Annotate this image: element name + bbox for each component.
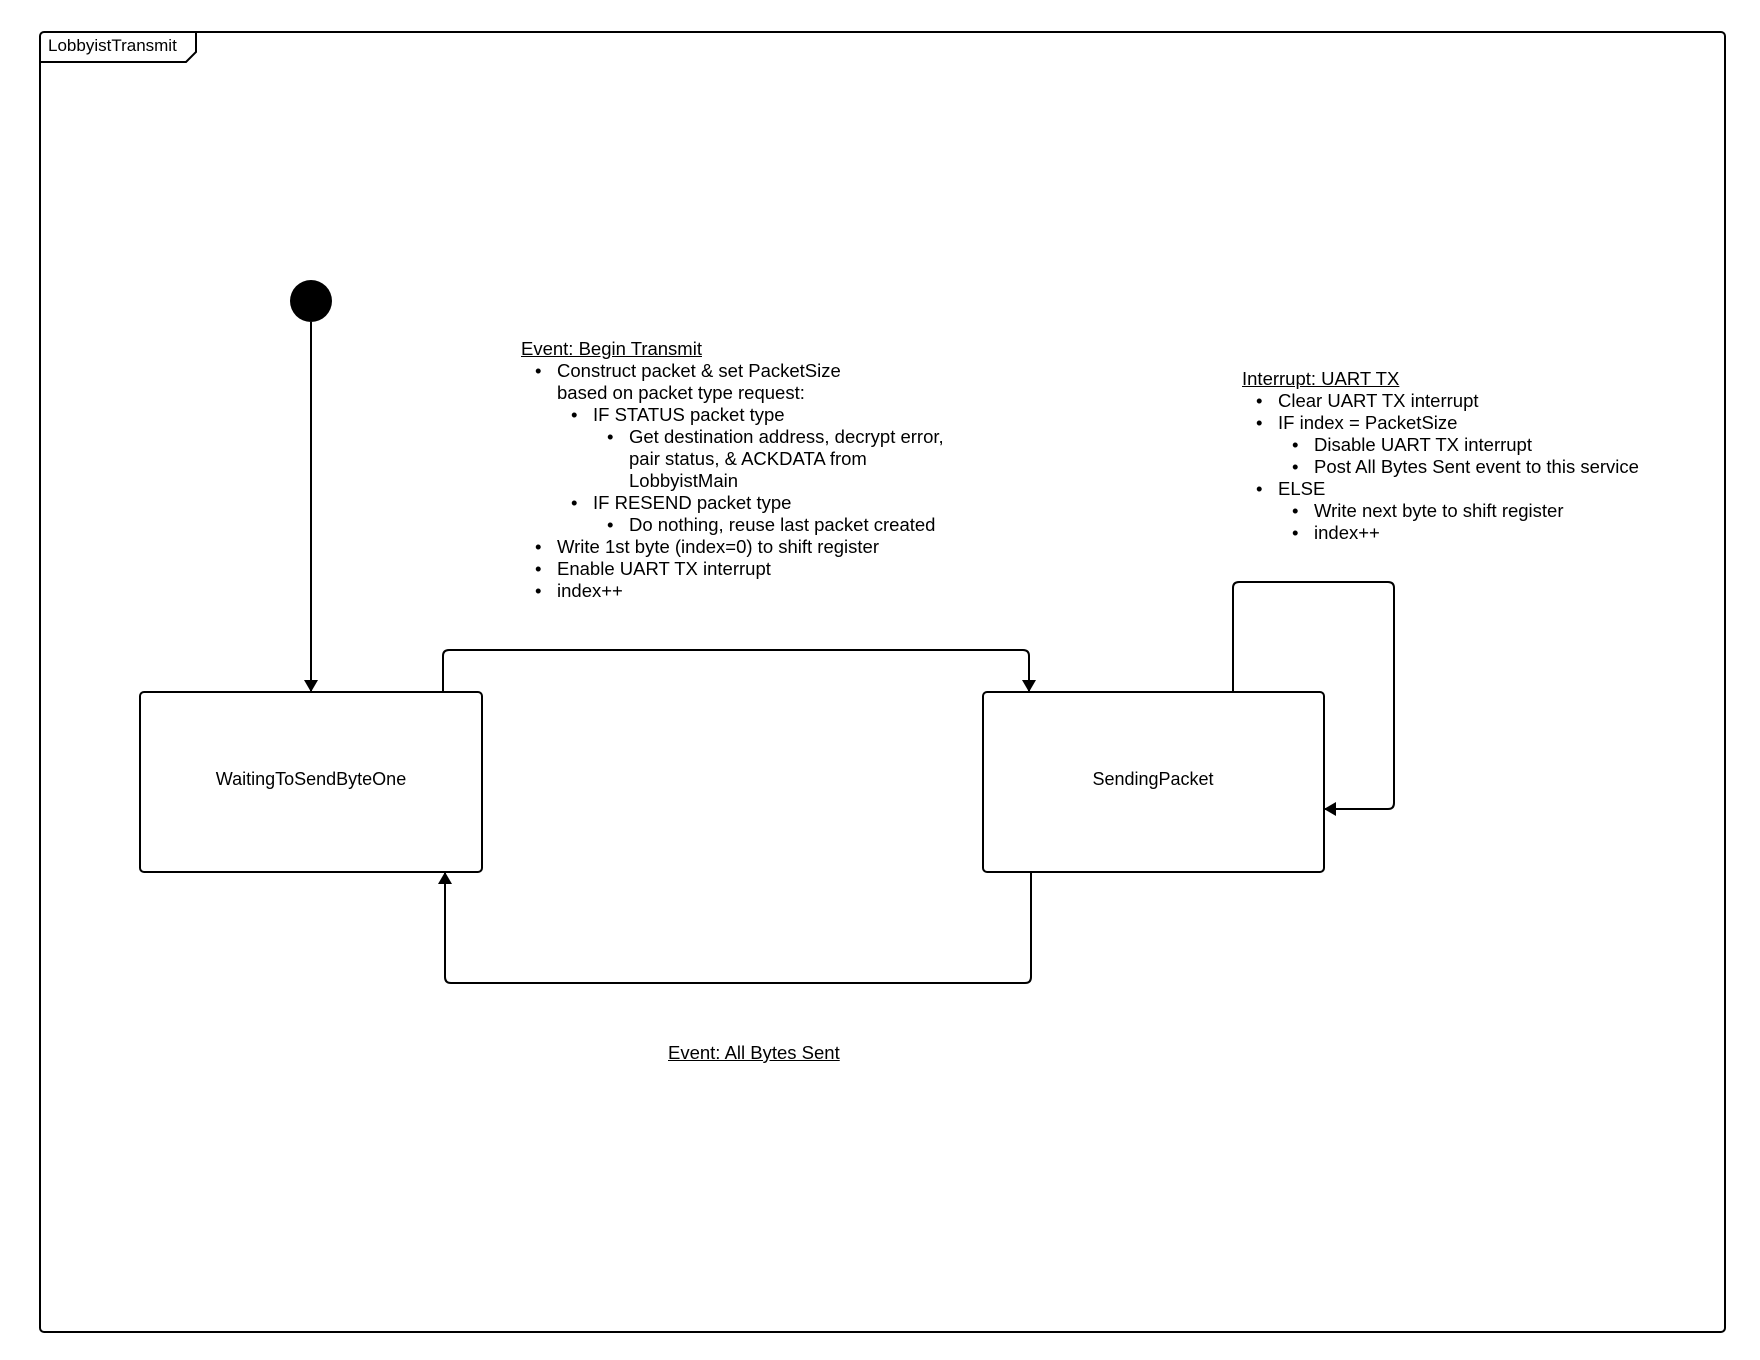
list-item: Disable UART TX interrupt xyxy=(1278,434,1682,456)
note-increment-text: index++ xyxy=(557,580,623,601)
note-disable-interrupt-text: Disable UART TX interrupt xyxy=(1314,434,1532,455)
list-item: Construct packet & set PacketSize based … xyxy=(521,360,944,536)
frame-title-tab xyxy=(40,32,197,63)
note-if-resend-sublist: Do nothing, reuse last packet created xyxy=(593,514,935,536)
state-waiting-to-send-byte-one[interactable] xyxy=(139,691,483,873)
note-else-sublist: Write next byte to shift register index+… xyxy=(1278,500,1682,544)
note-uart-tx: Interrupt: UART TX Clear UART TX interru… xyxy=(1242,368,1682,544)
note-if-index-text: IF index = PacketSize xyxy=(1278,412,1458,433)
transition-uart-tx-self-loop xyxy=(1232,581,1395,816)
frame-title: LobbyistTransmit xyxy=(48,36,177,55)
transition-begin-transmit xyxy=(442,649,1036,692)
list-item: Clear UART TX interrupt xyxy=(1242,390,1682,412)
list-item: ELSE Write next byte to shift register i… xyxy=(1242,478,1682,544)
note-clear-interrupt-text: Clear UART TX interrupt xyxy=(1278,390,1479,411)
note-if-index-sublist: Disable UART TX interrupt Post All Bytes… xyxy=(1278,434,1682,478)
frame-border xyxy=(39,31,1726,1333)
list-item: Get destination address, decrypt error, … xyxy=(593,426,951,492)
list-item: Enable UART TX interrupt xyxy=(521,558,961,580)
note-if-status-sublist: Get destination address, decrypt error, … xyxy=(593,426,944,492)
note-get-destination-text: Get destination address, decrypt error, … xyxy=(629,426,944,491)
note-all-bytes-sent-heading: Event: All Bytes Sent xyxy=(668,1042,840,1063)
note-uart-tx-heading: Interrupt: UART TX xyxy=(1242,368,1400,389)
list-item: IF RESEND packet type Do nothing, reuse … xyxy=(557,492,935,536)
note-construct-sublist: IF STATUS packet type Get destination ad… xyxy=(557,404,944,536)
note-uart-tx-list: Clear UART TX interrupt IF index = Packe… xyxy=(1242,390,1682,544)
note-else-text: ELSE xyxy=(1278,478,1326,499)
note-write-first-text: Write 1st byte (index=0) to shift regist… xyxy=(557,536,879,557)
note-begin-transmit: Event: Begin Transmit Construct packet &… xyxy=(521,338,961,602)
list-item: Post All Bytes Sent event to this servic… xyxy=(1278,456,1682,478)
list-item: index++ xyxy=(1278,522,1682,544)
state-sending-packet[interactable] xyxy=(982,691,1325,873)
note-uart-increment-text: index++ xyxy=(1314,522,1380,543)
note-begin-transmit-list: Construct packet & set PacketSize based … xyxy=(521,360,961,602)
state-waiting-label: WaitingToSendByteOne xyxy=(216,769,406,789)
note-write-next-text: Write next byte to shift register xyxy=(1314,500,1564,521)
initial-state xyxy=(290,280,332,322)
list-item: Write 1st byte (index=0) to shift regist… xyxy=(521,536,961,558)
note-post-event-text: Post All Bytes Sent event to this servic… xyxy=(1314,456,1639,477)
transition-all-bytes-sent xyxy=(438,872,1032,984)
list-item: IF STATUS packet type Get destination ad… xyxy=(557,404,944,492)
note-begin-transmit-heading: Event: Begin Transmit xyxy=(521,338,702,359)
list-item: index++ xyxy=(521,580,961,602)
list-item: Write next byte to shift register xyxy=(1278,500,1682,522)
list-item: IF index = PacketSize Disable UART TX in… xyxy=(1242,412,1682,478)
state-sending-label: SendingPacket xyxy=(1092,769,1213,789)
list-item: Do nothing, reuse last packet created xyxy=(593,514,935,536)
note-enable-interrupt-text: Enable UART TX interrupt xyxy=(557,558,771,579)
note-if-resend-text: IF RESEND packet type xyxy=(593,492,792,513)
note-all-bytes-sent: Event: All Bytes Sent xyxy=(668,1042,840,1064)
note-if-status-text: IF STATUS packet type xyxy=(593,404,785,425)
note-do-nothing-text: Do nothing, reuse last packet created xyxy=(629,514,936,535)
note-construct-text: Construct packet & set PacketSize based … xyxy=(557,360,841,403)
